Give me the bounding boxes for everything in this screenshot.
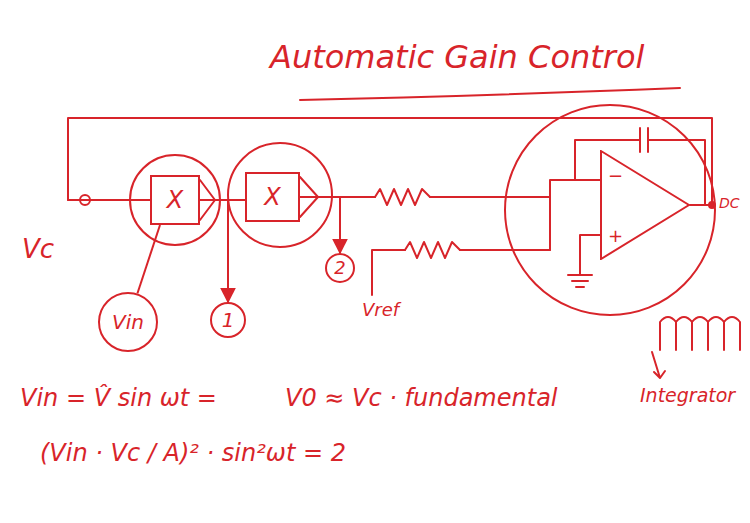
callout-number: 2 — [325, 253, 355, 283]
resistor-symbol — [405, 242, 460, 258]
wire — [430, 196, 550, 198]
highlight-circle — [505, 105, 715, 315]
opamp-triangle: −+ — [600, 150, 690, 260]
ripple-waveform — [660, 317, 740, 350]
node-text: X — [167, 187, 183, 213]
input-circle: Vin — [98, 292, 158, 352]
ground-wire — [580, 235, 600, 275]
output-label: DC — [719, 196, 740, 211]
equation: Vin = V̂ sin ωt = — [20, 385, 217, 411]
resistor-symbol — [375, 189, 430, 205]
node-text: − — [608, 166, 623, 186]
annotation: Integrator — [640, 385, 735, 406]
vc-terminal — [80, 195, 90, 205]
diagram-title: Automatic Gain Control — [270, 40, 644, 75]
highlight-circle — [228, 143, 332, 247]
node-text: Vin — [112, 311, 144, 333]
connector — [200, 200, 228, 302]
node-text: + — [608, 226, 623, 246]
signal-name: Vc — [22, 235, 54, 264]
node-text: 1 — [222, 309, 235, 331]
multiplier-box: X — [245, 172, 300, 222]
connector — [137, 225, 160, 294]
callout-number: 1 — [210, 302, 246, 338]
multiplier-box: X — [150, 175, 200, 225]
ground-symbol — [568, 275, 592, 287]
capacitor-symbol — [640, 128, 648, 152]
wire — [460, 249, 550, 251]
feedback-wire — [68, 118, 712, 205]
node-text: X — [264, 184, 280, 210]
wire — [372, 250, 405, 295]
node-text: 2 — [334, 258, 345, 278]
equation: (Vin · Vc / A)² · sin²ωt = 2 — [40, 440, 346, 466]
summing-wire — [550, 180, 600, 250]
equation: V0 ≈ Vc · fundamental — [285, 385, 558, 411]
leader-arrow — [652, 352, 665, 378]
signal-name: Vref — [362, 300, 399, 320]
title-underline — [300, 88, 680, 100]
connector — [300, 197, 340, 253]
